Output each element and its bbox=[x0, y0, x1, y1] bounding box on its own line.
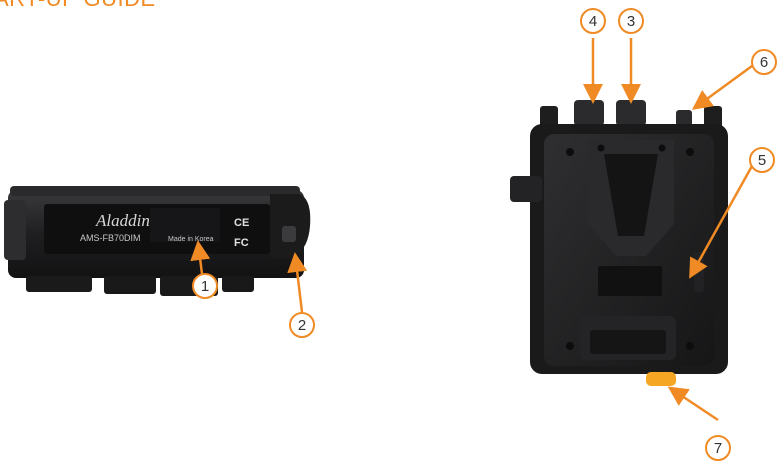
made-in-text: Made in Korea bbox=[168, 236, 214, 243]
knob-right bbox=[616, 100, 646, 126]
callout-1-number: 1 bbox=[201, 278, 209, 295]
guide-title: ART-UP GUIDE bbox=[0, 0, 156, 12]
callout-3-number: 3 bbox=[627, 13, 635, 30]
callout-2-number: 2 bbox=[298, 317, 306, 334]
callout-4: 4 bbox=[580, 8, 606, 34]
bottom-connector bbox=[646, 372, 676, 386]
left-device: Aladdin AMS-FB70DIM Made in Korea CE FC bbox=[4, 186, 311, 296]
callout-7-number: 7 bbox=[714, 440, 722, 457]
callout-6: 6 bbox=[751, 49, 777, 75]
callout-4-number: 4 bbox=[589, 13, 597, 30]
fc-mark: FC bbox=[234, 237, 249, 249]
callout-7: 7 bbox=[705, 435, 731, 461]
model-text: AMS-FB70DIM bbox=[80, 233, 141, 243]
brand-text: Aladdin bbox=[95, 211, 150, 230]
callout-5: 5 bbox=[749, 147, 775, 173]
callout-1: 1 bbox=[192, 273, 218, 299]
top-port bbox=[676, 110, 692, 126]
callout-markers: 1 2 3 4 5 6 7 bbox=[192, 8, 777, 461]
callout-2: 2 bbox=[289, 312, 315, 338]
callout-5-number: 5 bbox=[758, 152, 766, 169]
knob-left bbox=[574, 100, 604, 126]
ce-mark: CE bbox=[234, 217, 249, 229]
right-device bbox=[510, 100, 728, 386]
callout-3: 3 bbox=[618, 8, 644, 34]
callout-6-number: 6 bbox=[760, 54, 768, 71]
callout-arrows bbox=[190, 38, 754, 422]
